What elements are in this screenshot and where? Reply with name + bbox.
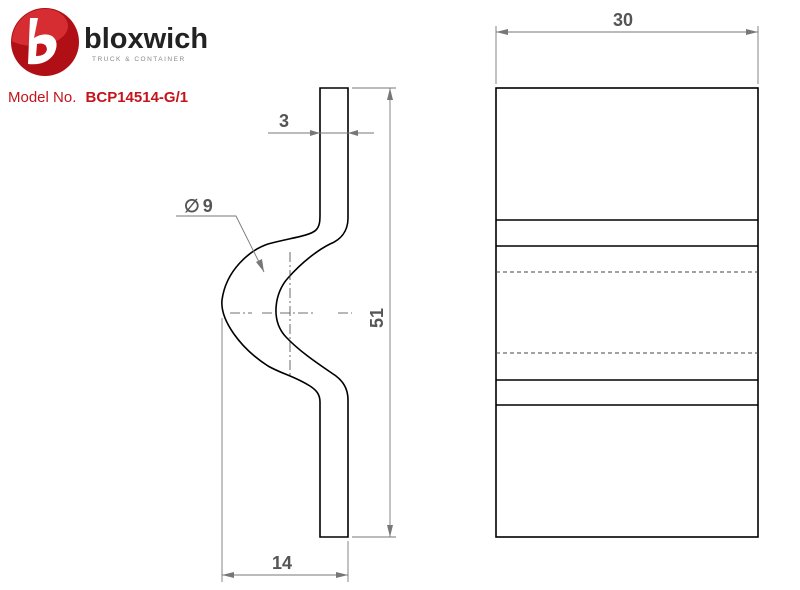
- height-dimension: 51: [367, 308, 387, 328]
- depth-dimension: 14: [272, 553, 292, 573]
- diameter-leader: [176, 215, 265, 273]
- part-profile: [221, 87, 349, 538]
- front-outline: [495, 87, 759, 538]
- width-dimension: 30: [613, 10, 633, 30]
- model-label: Model No.: [8, 89, 76, 106]
- brand-name: bloxwich: [84, 23, 208, 55]
- diameter-symbol: ∅: [184, 196, 200, 216]
- model-line: Model No. BCP14514-G/1: [8, 89, 188, 106]
- brand-tagline: TRUCK & CONTAINER: [92, 56, 186, 63]
- diameter-value: 9: [203, 196, 213, 216]
- side-view: 3 ∅9 51 14: [176, 87, 396, 582]
- diameter-dimension: ∅9: [184, 196, 213, 216]
- thickness-dimension: 3: [279, 111, 289, 131]
- model-number: BCP14514-G/1: [86, 89, 189, 106]
- front-view: 30: [495, 10, 759, 538]
- bloxwich-logo: bloxwich TRUCK & CONTAINER: [11, 8, 208, 76]
